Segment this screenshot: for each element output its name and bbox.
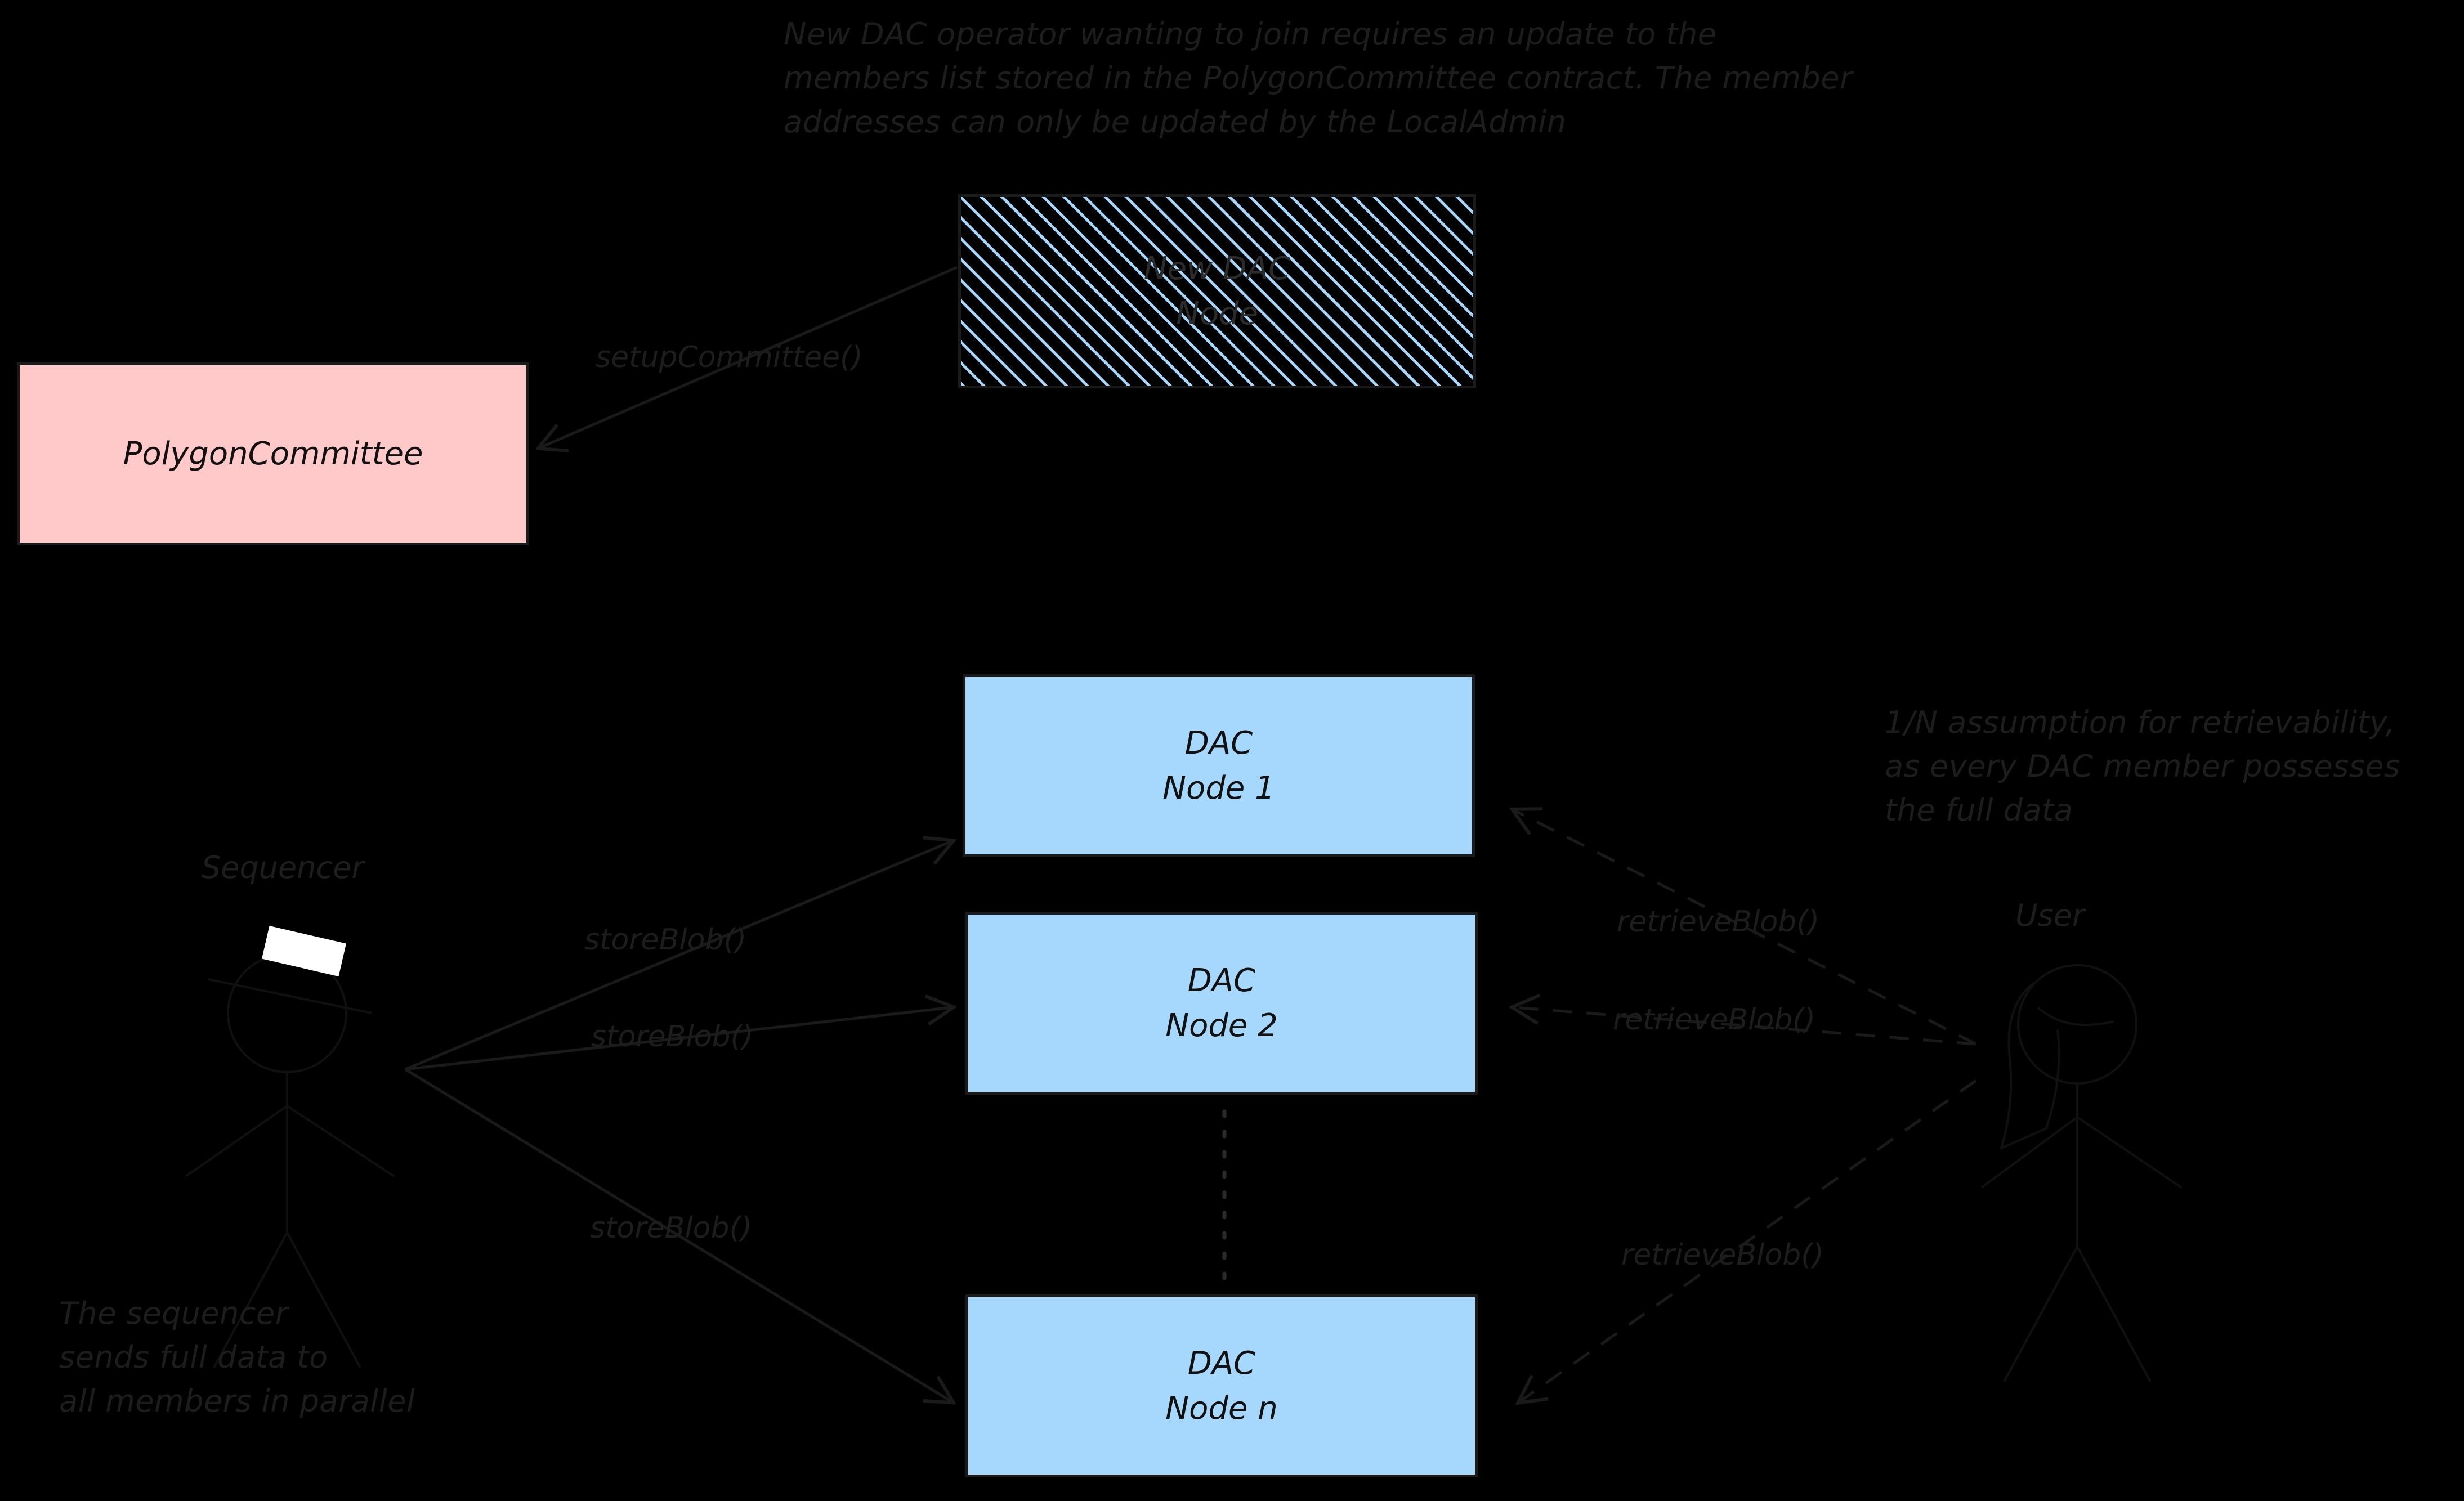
box-dac-node-2[interactable]: DAC Node 2 <box>965 912 1478 1095</box>
sequencer-figure <box>185 953 395 1368</box>
edge-store-blob-n <box>404 1068 951 1401</box>
actor-label-sequencer: Sequencer <box>202 850 364 885</box>
box-new-dac-node-line2: Node <box>1175 295 1259 332</box>
box-dac-node-2-line1: DAC <box>1187 962 1256 999</box>
actor-label-user: User <box>2015 898 2085 933</box>
note-bottom-left: The sequencer sends full data to all mem… <box>59 1296 415 1419</box>
edge-store-blob-1 <box>405 841 951 1071</box>
edge-store-blob-2 <box>405 1007 951 1071</box>
box-dac-node-n-line2: Node n <box>1165 1390 1278 1427</box>
edge-retrieve-blob-1 <box>1514 810 1977 1046</box>
edge-label-store-blob-2: storeBlob() <box>591 1020 754 1054</box>
note-right: 1/N assumption for retrievability, as ev… <box>1885 705 2400 828</box>
box-dac-node-1-line2: Node 1 <box>1162 769 1275 806</box>
sequencer-visor <box>262 926 346 976</box>
note-top: New DAC operator wanting to join require… <box>784 16 1853 140</box>
edge-setup-committee <box>540 266 958 447</box>
box-dac-node-1-line1: DAC <box>1184 724 1253 761</box>
box-polygon-committee-line1: PolygonCommittee <box>123 435 423 472</box>
box-new-dac-node-line1: New DAC <box>1143 250 1291 287</box>
box-dac-node-1[interactable]: DAC Node 1 <box>963 674 1475 857</box>
edge-label-retrieve-blob-1: retrieveBlob() <box>1617 905 1819 939</box>
edge-label-store-blob-n: storeBlob() <box>590 1211 753 1245</box>
box-dac-node-n-line1: DAC <box>1187 1345 1256 1382</box>
user-figure <box>1980 964 2183 1382</box>
box-polygon-committee[interactable]: PolygonCommittee <box>17 362 529 545</box>
box-new-dac-node[interactable]: New DAC Node <box>958 194 1476 388</box>
edge-retrieve-blob-n <box>1520 1079 1977 1401</box>
edge-retrieve-blob-2 <box>1514 1007 1976 1046</box>
box-dac-node-2-line2: Node 2 <box>1165 1007 1278 1044</box>
edge-label-retrieve-blob-2: retrieveBlob() <box>1613 1003 1815 1037</box>
edge-label-setup-committee: setupCommittee() <box>596 340 863 374</box>
edge-label-store-blob-1: storeBlob() <box>584 923 747 957</box>
box-dac-node-n[interactable]: DAC Node n <box>965 1294 1478 1477</box>
edge-label-retrieve-blob-n: retrieveBlob() <box>1621 1238 1824 1272</box>
